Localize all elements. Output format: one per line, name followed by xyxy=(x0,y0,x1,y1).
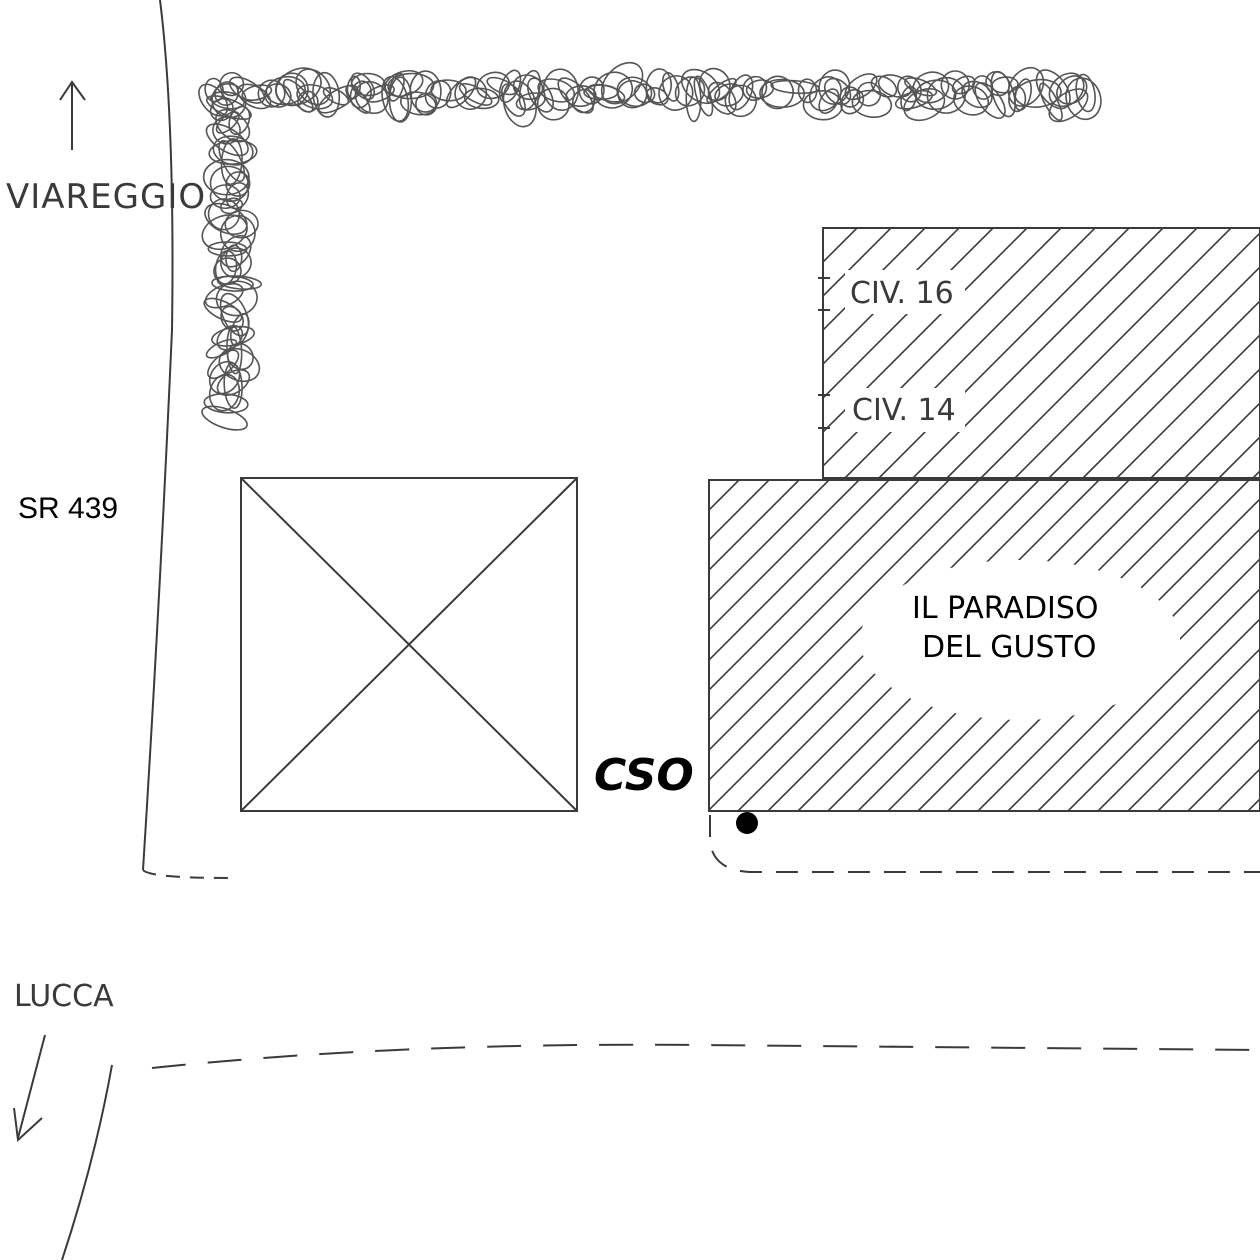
label-shop-line1: IL PARADISO xyxy=(912,591,1099,626)
hedge xyxy=(198,61,1102,431)
label-civ14: CIV. 14 xyxy=(852,393,956,428)
road-edge-dashed-stub xyxy=(142,869,231,879)
road-edge-left xyxy=(142,0,174,871)
label-lucca: LUCCA xyxy=(14,979,114,1014)
building-shop xyxy=(708,479,1260,812)
label-civ16: CIV. 16 xyxy=(850,276,954,311)
road-edge-bottom-left xyxy=(61,1064,113,1260)
label-shop-line2: DEL GUSTO xyxy=(922,630,1097,665)
arrow-up-icon xyxy=(59,80,86,150)
road-edge-bottom-dashed xyxy=(151,1043,1260,1069)
building-upper xyxy=(818,227,1260,479)
crossed-lot xyxy=(240,477,578,812)
location-dot-icon xyxy=(736,812,758,834)
arrow-down-left-icon xyxy=(13,1034,46,1143)
label-marker: CSO xyxy=(594,750,694,801)
label-road: SR 439 xyxy=(18,492,118,525)
side-street-edge-dashed xyxy=(709,815,1260,873)
label-viareggio: VIAREGGIO xyxy=(6,177,206,217)
